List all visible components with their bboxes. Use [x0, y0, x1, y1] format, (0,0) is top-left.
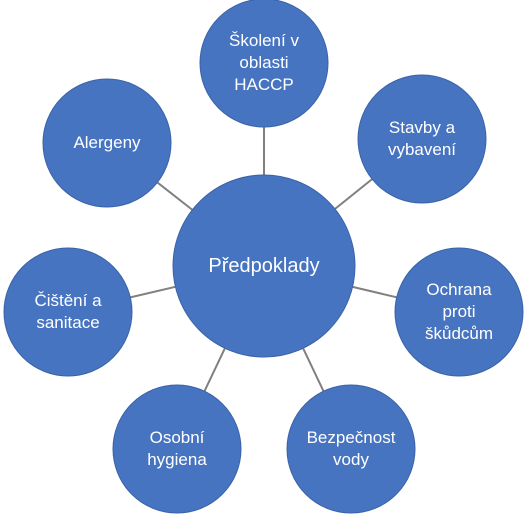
- node-circle-stavby-vybaveni: [357, 74, 487, 204]
- node-circle-alergeny: [42, 78, 172, 208]
- node-circle-skoleni-haccp: [199, 0, 329, 128]
- connector-ochrana-skudcum: [352, 285, 397, 299]
- connector-bezpecnost-vody: [302, 347, 325, 392]
- connector-cisteni-sanitace: [130, 285, 176, 299]
- connector-stavby-vybaveni: [334, 178, 373, 210]
- node-circle-bezpecnost-vody: [286, 384, 416, 514]
- connector-osobni-hygiena: [203, 347, 226, 392]
- center-circle: [172, 174, 356, 358]
- node-circle-osobni-hygiena: [112, 384, 242, 514]
- connector-alergeny: [156, 181, 193, 211]
- node-circle-cisteni-sanitace: [3, 247, 133, 377]
- node-circle-ochrana-skudcum: [394, 247, 524, 377]
